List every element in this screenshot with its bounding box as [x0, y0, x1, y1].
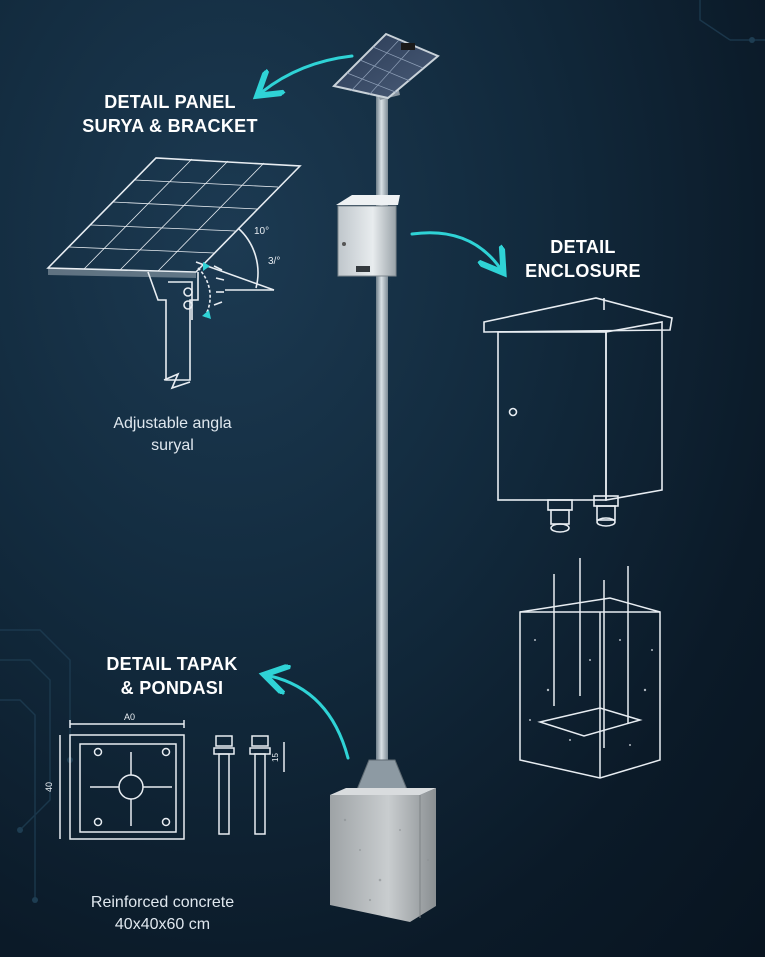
- foundation-caption: Reinforced concrete 40x40x60 cm: [70, 892, 255, 936]
- angle-label-side: 3/°: [268, 256, 280, 267]
- street-pole: [343, 80, 421, 800]
- dim-label-top: A0: [124, 712, 135, 722]
- angle-arrow-icon: [203, 262, 210, 271]
- panel-bracket-drawing: [46, 157, 302, 390]
- base-plate-drawing: [59, 720, 285, 840]
- dim-label-side: 40: [44, 782, 54, 792]
- panel-caption-line1: Adjustable angla: [113, 415, 232, 432]
- circuit-trace-decoration: [0, 0, 765, 900]
- foundation-title-line2: & PONDASI: [120, 678, 224, 698]
- enclosure-detail-title: DETAIL ENCLOSURE: [500, 235, 666, 283]
- enclosure-title-line1: DETAIL: [550, 237, 616, 257]
- panel-caption: Adjustable angla suryal: [80, 413, 265, 457]
- foundation-caption-line2: 40x40x60 cm: [114, 916, 211, 933]
- panel-detail-title: DETAIL PANEL SURYA & BRACKET: [70, 90, 270, 138]
- panel-caption-line2: suryal: [151, 437, 194, 454]
- panel-title-line1: DETAIL PANEL: [104, 92, 236, 112]
- solar-panel-photo: [332, 32, 440, 100]
- foundation-caption-line1: Reinforced concrete: [90, 894, 235, 911]
- foundation-detail-title: DETAIL TAPAK & PONDASI: [82, 652, 262, 700]
- angle-label-top: 10°: [254, 226, 269, 237]
- angle-arrow-icon: [202, 310, 211, 319]
- panel-title-line2: SURYA & BRACKET: [82, 116, 258, 136]
- dim-label-bolt: 15: [271, 753, 280, 762]
- foundation-cage-drawing: [519, 558, 661, 779]
- concrete-base-photo: [330, 788, 436, 922]
- enclosure-drawing: [483, 297, 673, 533]
- enclosure-title-line2: ENCLOSURE: [525, 261, 641, 281]
- foundation-title-line1: DETAIL TAPAK: [106, 654, 238, 674]
- callout-arrows: [262, 54, 500, 760]
- enclosure-photo: [336, 195, 400, 277]
